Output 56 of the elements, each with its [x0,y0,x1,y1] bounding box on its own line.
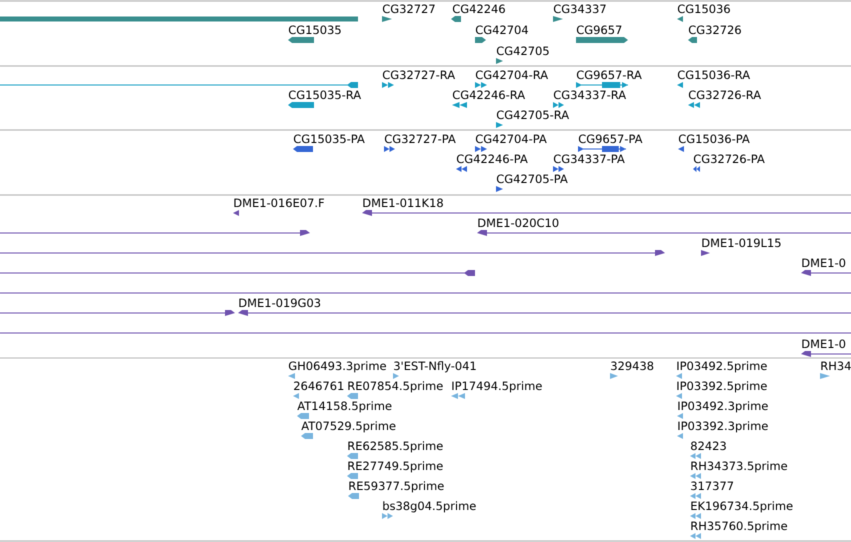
feature-label: RE07854.5prime [348,381,443,392]
feature-label: CG42246-PA [456,154,528,164]
feature-label: CG34337-PA [554,154,625,164]
feature-label: CG42246 [452,4,505,14]
feature-label: CG32726-RA [688,90,761,100]
feature-label: CG42705-RA [496,110,569,120]
feature-label: CG15035 [288,25,341,34]
feature-label: 329438 [611,361,654,370]
feature-label: CG32727-PA [384,134,456,144]
feature-label: EK196734.5prime [691,501,793,512]
feature-label: CG9657 [576,25,622,34]
feature-label: CG15036 [678,4,730,14]
feature-label: DME1-019L15 [702,238,781,248]
feature-label: RH34 [821,361,851,370]
feature-label: CG34337 [554,4,606,14]
feature-label: DME1-0 [802,339,846,348]
feature-label: RH34373.5prime [691,461,788,472]
feature-label: 82423 [691,441,726,450]
feature-label: CG32726-PA [694,154,765,164]
feature-label: AT07529.5prime [301,421,396,432]
feature-label: bs38g04.5prime [383,501,476,512]
feature-label: CG42246-RA [452,90,525,100]
feature-label: CG42704-PA [476,134,547,144]
feature-label: CG42704 [476,25,528,34]
feature-label: DME1-020C10 [478,218,558,228]
feature-label: CG9657-PA [578,134,642,144]
feature-label: IP17494.5prime [452,381,542,392]
feature-label: CG32727 [382,4,435,14]
feature-label: CG42704-RA [476,70,548,80]
feature-label: GH06493.3prime [288,361,386,372]
feature-label: DME1-011K18 [363,198,443,208]
feature-label: AT14158.5prime [297,401,392,412]
feature-label: CG15036-RA [678,70,750,80]
feature-label: CG15035-RA [288,90,361,100]
feature-label: RE59377.5prime [349,481,444,492]
feature-label: CG15035-PA [294,134,365,144]
feature-label: IP03492.5prime [677,361,767,372]
feature-label: DME1-0 [802,258,846,268]
feature-label: IP03492.3prime [678,401,768,412]
feature-label: RE62585.5prime [348,441,443,452]
feature-label: CG32727-RA [382,70,455,80]
feature-label: DME1-016E07.F [234,198,324,208]
feature-label: 3'EST-Nfly-041 [394,361,476,372]
feature-label: CG32726 [688,25,741,34]
feature-label: CG42705 [496,46,549,56]
feature-label: 317377 [691,481,734,490]
feature-label: IP03392.3prime [678,421,768,432]
feature-label: CG9657-RA [576,70,642,80]
feature-label: RH35760.5prime [691,521,788,532]
feature-label: IP03392.5prime [677,381,767,392]
feature-label: CG15036-PA [678,134,750,144]
feature-label: 2646761 [294,381,344,390]
feature-label: DME1-019G03 [239,298,320,308]
feature-label: RE27749.5prime [348,461,443,472]
feature-label: CG34337-RA [554,90,626,100]
feature-label: CG42705-PA [496,174,568,184]
